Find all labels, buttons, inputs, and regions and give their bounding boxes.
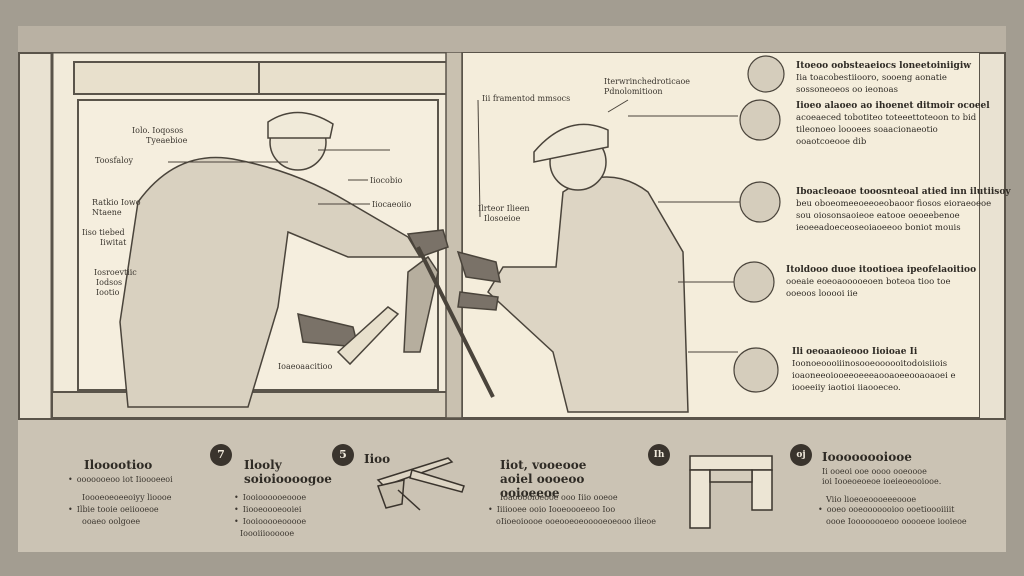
step-3-number: 5 (332, 444, 354, 466)
top-bar (18, 26, 1006, 54)
step-4-title: Iiot, vooeooe aoiel oooeoo ooioeeoe (500, 458, 587, 500)
note-1: Itoeoo oobsteaeiocs loneetoiniigiw Iia t… (796, 61, 971, 95)
step-2-title: Ilooly soioioooogoe (244, 458, 332, 486)
worker-left (119, 111, 449, 408)
center-label-3: Ilrteor Ilieen (478, 204, 530, 213)
step-5-number: Ih (648, 444, 670, 466)
step-2-number: 7 (210, 444, 232, 466)
center-label-5: Ioaeoaacitioo (278, 362, 333, 371)
step-6-title: Ioooooooiooe (822, 450, 912, 464)
frame-icon (689, 455, 773, 529)
left-label-1: Iolo. Ioqosos (132, 126, 184, 135)
step-6-line-4: ooeo ooeooooooioo ooetioooiiiit (818, 504, 955, 516)
step-6-number: oj (790, 444, 812, 466)
step-2-line-3: Iooiooooeooooe (234, 516, 306, 528)
step-6-line-2: ioi Iooeoeoeoe ioeieoeooiooe. (822, 477, 942, 486)
left-label-4: Ratkio Iowo (92, 198, 141, 207)
step-2-line-4: Ioooiiioooooe (240, 529, 295, 538)
step-1-line-4: ooaeo oolgoee (82, 517, 141, 526)
step-4-line-3: oIioeoioooe ooeooeoeooooeoeooo ilieoe (496, 517, 656, 526)
left-label-3: Toosfaloy (95, 156, 134, 165)
steps-panel (18, 418, 1006, 552)
step-4-line-1: Ioaooooioeooe ooo Iiio ooeoe (500, 493, 618, 502)
left-label-8: Iosroevtiic (94, 268, 137, 277)
step-1-line-3: Ilbie tooie oeiiooeoe (68, 504, 159, 516)
left-label-9: Iodsos (96, 278, 123, 287)
label-frame: Iii framentod mmsocs (482, 94, 571, 103)
left-label-5: Ntaene (92, 208, 122, 217)
worker-right (416, 123, 689, 413)
step-2-line-1: Iooioooooeoooe (234, 492, 306, 504)
illustration (50, 52, 980, 418)
left-label-2: Tyeaebioe (146, 136, 188, 145)
left-label-6: Iiso tiebed (82, 228, 125, 237)
step-6-line-3: Viio lioeoeoooeeeoooe (826, 495, 917, 504)
note-2: Iioeo alaoeo ao ihoenet ditmoir ocoeel a… (796, 101, 990, 147)
label-protection-sub: Pdnolomitioon (604, 87, 663, 96)
left-label-7: Iiwitat (100, 238, 127, 247)
step-3-title: Iioo (364, 452, 391, 466)
center-label-4: Ilosoeioe (484, 214, 521, 223)
step-6-line-5: oooe Ioooooooeoo ooooeoe iooieoe (826, 517, 967, 526)
note-4: Itoldooo duoe itootioea ipeofelaoitioo o… (786, 265, 977, 299)
step-6-line-1: Ii ooeoi ooe oooo ooeoooe (822, 467, 927, 476)
step-4-line-2: Iiiiooee ooio Iooeoooeeoo Ioo (488, 504, 615, 516)
note-3: Iboacleoaoe tooosnteoal atied inn ilutii… (796, 187, 1011, 233)
step-1-title: Ilooootioo (84, 458, 153, 472)
step-1-line-1: ooooooeoo iot Iioooeeoi (68, 474, 173, 486)
note-5: Ili oeoaaoieooo Iioioae Ii Ioonoeoooiiin… (792, 347, 956, 393)
center-label-1: Iiocobio (370, 176, 403, 185)
step-1-line-2: Ioooeoeoeeoiyy lioooe (82, 493, 172, 502)
step-2-line-2: Iiooeoooeooiei (234, 504, 302, 516)
label-protection-top: Iterwrinchedroticaoe (604, 77, 691, 86)
tools-icon (376, 457, 465, 511)
center-label-2: Iiocaeoiio (372, 200, 412, 209)
left-label-10: Iootio (96, 288, 120, 297)
